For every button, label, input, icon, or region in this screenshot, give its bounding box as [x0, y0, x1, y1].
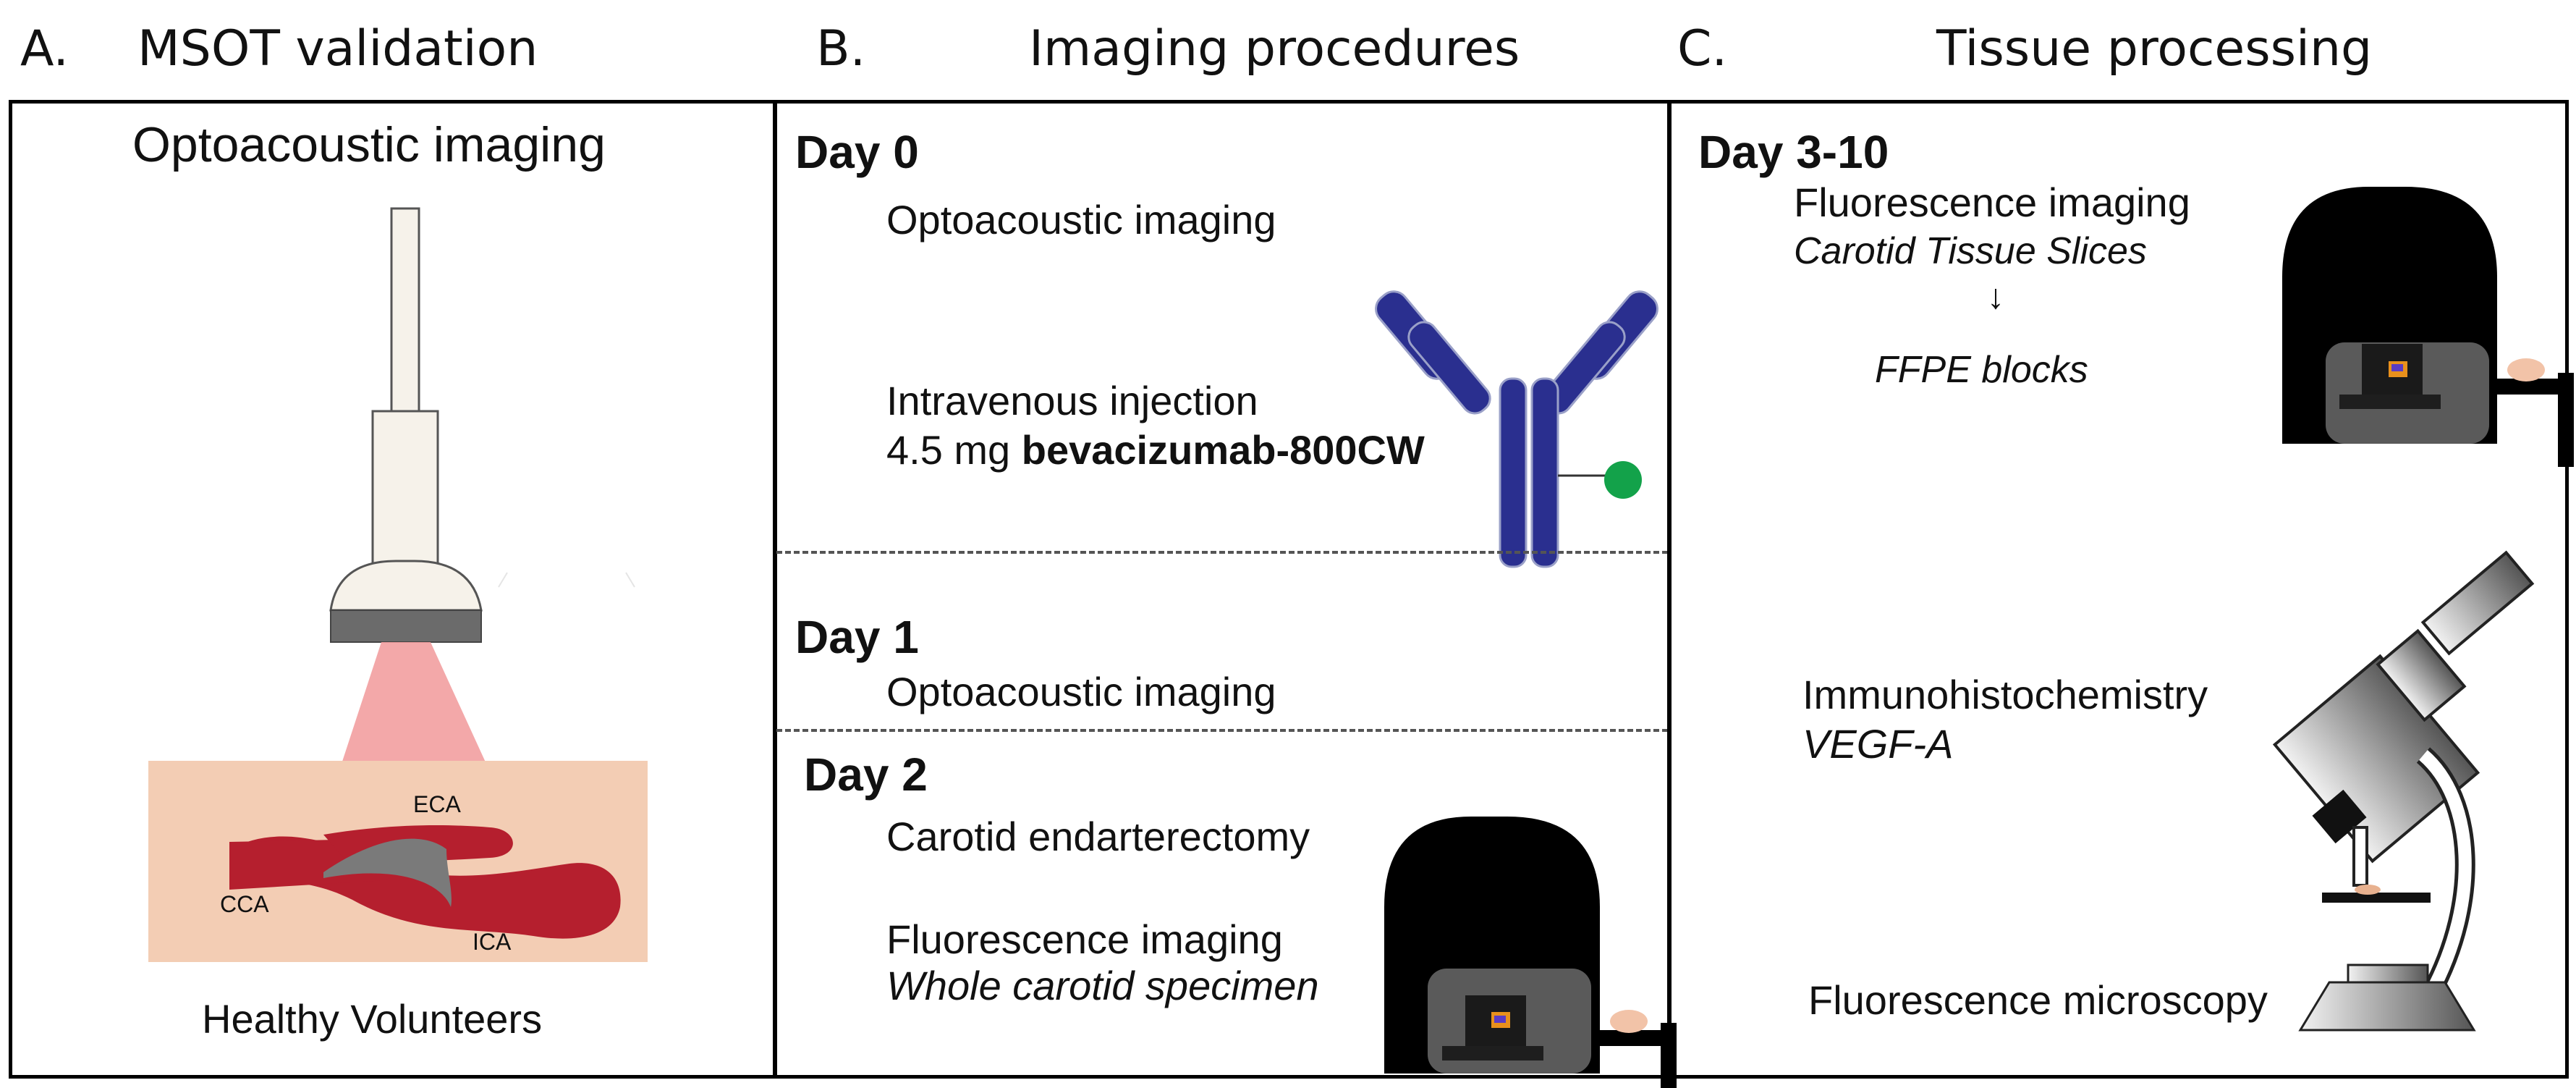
panel-b-letter: B.	[816, 20, 866, 77]
day0-dose: 4.5 mg bevacizumab-800CW	[886, 426, 1425, 473]
probe-body	[371, 410, 439, 565]
eca-label: ECA	[413, 791, 461, 817]
panel-a: Optoacoustic imaging ECA CCA ICA Healthy…	[9, 100, 777, 1079]
panel-b: Day 0 Optoacoustic imaging Intravenous i…	[773, 100, 1677, 1088]
day2-step1: Carotid endarterectomy	[886, 814, 1310, 859]
microscope-illustration	[2272, 550, 2535, 1032]
antibody-illustration	[1375, 290, 1658, 568]
probe-transducer	[330, 610, 482, 643]
day-separator-2	[776, 729, 1668, 732]
healthy-volunteers-caption: Healthy Volunteers	[202, 996, 543, 1042]
panel-a-title: MSOT validation	[137, 20, 538, 77]
day1-step1: Optoacoustic imaging	[886, 669, 1276, 714]
fl-title: Fluorescence imaging	[1794, 180, 2190, 225]
day2-label: Day 2	[804, 748, 928, 801]
day-separator-1	[776, 551, 1668, 554]
day3-10-label: Day 3-10	[1698, 126, 1889, 178]
panel-c-letter: C.	[1677, 20, 1728, 77]
ihc-title: Immunohistochemistry	[1802, 672, 2208, 717]
ihc-sub: VEGF-A	[1802, 721, 1954, 767]
plaque	[323, 838, 452, 907]
day0-label: Day 0	[795, 126, 919, 178]
antibody-stem-right	[1530, 377, 1559, 568]
ffpe-label: FFPE blocks	[1875, 349, 2088, 391]
panel-b-title: Imaging procedures	[1029, 20, 1520, 77]
panel-c-title: Tissue processing	[1936, 20, 2373, 77]
day0-step1: Optoacoustic imaging	[886, 197, 1276, 243]
light-beam	[342, 642, 486, 764]
fl-sub: Carotid Tissue Slices	[1794, 230, 2147, 272]
day1-label: Day 1	[795, 611, 919, 663]
panel-c: Day 3-10 Fluorescence imaging Carotid Ti…	[1667, 100, 2574, 1079]
antibody-stem-left	[1499, 377, 1528, 568]
drug-name: bevacizumab-800CW	[1021, 427, 1425, 473]
optoacoustic-illustration	[148, 207, 648, 962]
fluorescence-camera-c	[2282, 187, 2574, 467]
dye-molecule	[1604, 461, 1642, 499]
dose-amount: 4.5 mg	[886, 427, 1022, 473]
probe-head	[329, 560, 483, 612]
cca-label: CCA	[220, 891, 269, 917]
day2-step2-sub: Whole carotid specimen	[886, 963, 1319, 1008]
fluorescence-camera-b	[1384, 817, 1677, 1088]
ica-label: ICA	[473, 929, 512, 955]
optoacoustic-title: Optoacoustic imaging	[132, 117, 606, 172]
day2-step2: Fluorescence imaging	[886, 916, 1283, 962]
day0-step2: Intravenous injection	[886, 378, 1258, 423]
microscopy-label: Fluorescence microscopy	[1808, 977, 2268, 1023]
down-arrow: ↓	[1987, 278, 2004, 316]
panel-a-letter: A.	[20, 20, 69, 77]
antibody-arm-left-inner	[1407, 321, 1491, 415]
